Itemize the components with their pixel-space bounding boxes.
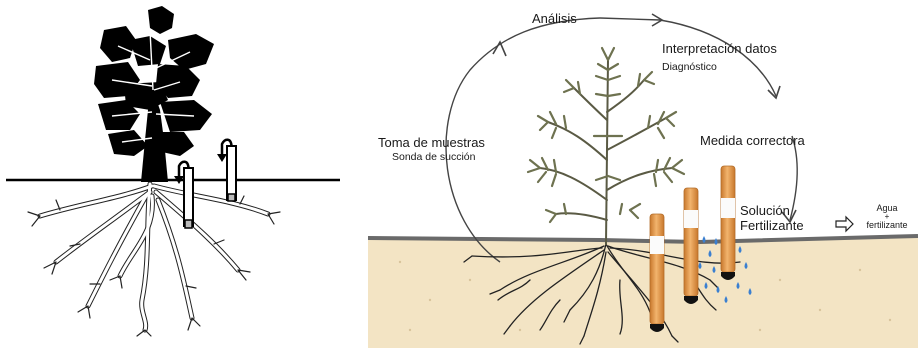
label-corrective-measure: Medida correctora — [700, 134, 805, 147]
label-fertilizer: Fertilizante — [740, 219, 804, 232]
right-panel — [368, 14, 918, 348]
label-solution: Solución — [740, 204, 790, 217]
label-fertilizer-small: fertilizante — [858, 221, 916, 230]
label-diagnosis: Diagnóstico — [662, 62, 717, 73]
solution-arrow-icon — [836, 217, 853, 231]
label-water-fertilizer: Agua + fertilizante — [858, 204, 916, 230]
probe-3 — [721, 166, 735, 280]
left-probe-1 — [174, 162, 193, 228]
probe-1 — [650, 214, 664, 332]
label-analysis: Análisis — [532, 12, 577, 25]
soil-layer — [368, 236, 918, 348]
left-root-system — [28, 184, 280, 336]
label-interpretation: Interpretación datos — [662, 42, 777, 55]
label-suction-probe: Sonda de succión — [392, 152, 475, 163]
label-sampling: Toma de muestras — [378, 136, 485, 149]
left-probe-2 — [217, 140, 236, 201]
probe-2 — [684, 188, 698, 304]
left-panel — [6, 6, 340, 336]
